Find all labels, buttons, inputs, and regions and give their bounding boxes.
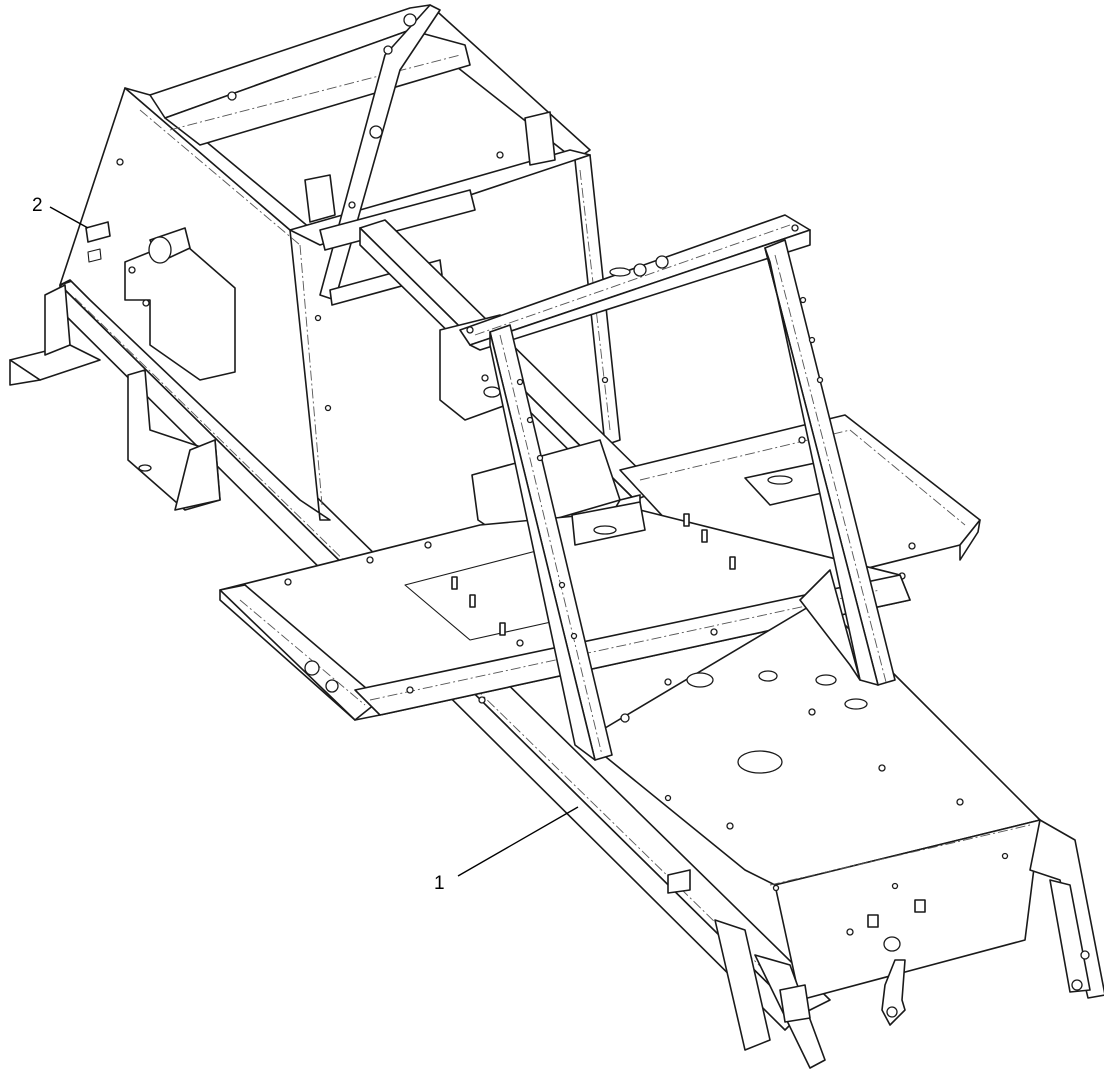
decal-2 [85,221,111,243]
lower-front-bracket [127,369,221,511]
rear-brackets [667,819,1104,1069]
side-panel [59,87,332,521]
callout-2-number: 2 [32,195,43,216]
callout-2: 2 [32,195,89,229]
floor-plate [584,599,1041,1001]
rops-hoop [459,214,896,761]
front-left-tab [9,284,101,386]
callout-1: 1 [434,806,579,894]
callout-1-number: 1 [434,873,445,894]
